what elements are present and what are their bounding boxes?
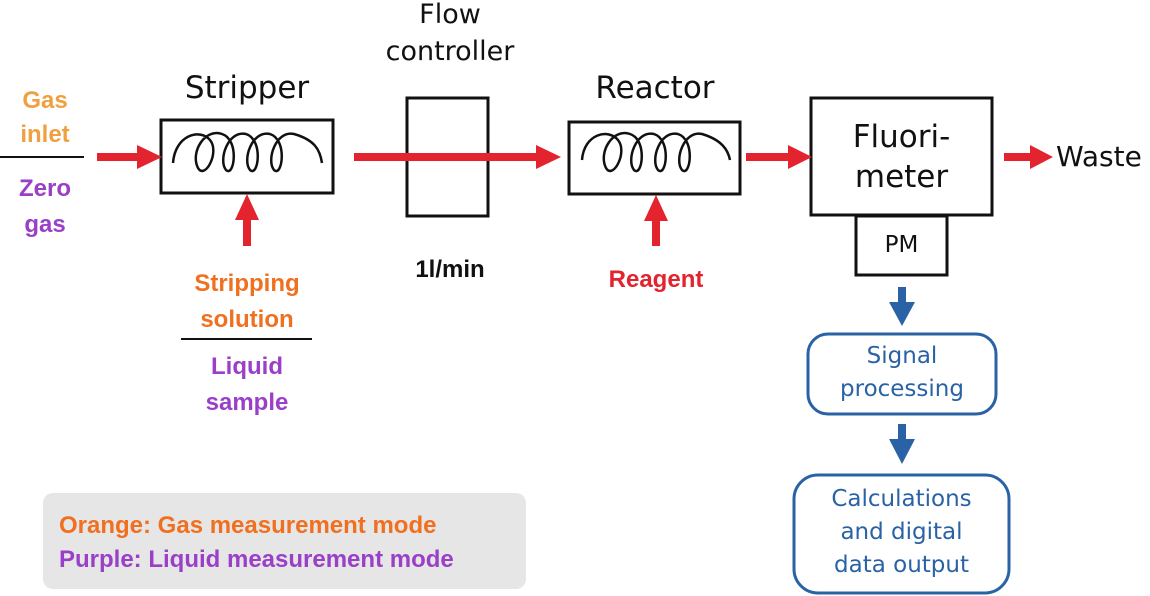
reactor-title: Reactor	[595, 70, 715, 106]
liquid-sample-label: Liquid sample	[205, 353, 289, 416]
stripping-solution-label: Stripping solution	[194, 270, 300, 333]
legend-liquid-mode: Purple: Liquid measurement mode	[59, 546, 454, 573]
gas-inlet-label: Gas inlet	[20, 87, 70, 148]
stripper-coil-icon	[171, 131, 324, 173]
pm-box	[854, 214, 949, 277]
stripper-title: Stripper	[184, 70, 310, 106]
flow-controller-title: Flow controller	[385, 0, 515, 67]
calculations-box	[792, 473, 1011, 595]
reactor-coil-icon	[580, 131, 732, 173]
signal-processing-box	[806, 332, 998, 416]
flow-arrows	[97, 145, 1053, 246]
waste-label: Waste	[1056, 140, 1142, 173]
signal-arrows	[889, 287, 915, 464]
legend-gas-mode: Orange: Gas measurement mode	[59, 512, 437, 539]
legend: Orange: Gas measurement mode Purple: Liq…	[43, 493, 526, 589]
zero-gas-label: Zero gas	[18, 175, 71, 238]
reagent-label: Reagent	[608, 266, 704, 293]
fluorimeter-label: Fluori- meter	[852, 119, 951, 195]
signal-processing-label: Signal processing	[840, 343, 964, 402]
calculations-label: Calculations and digital data output	[831, 486, 972, 578]
pm-label: PM	[884, 232, 919, 258]
flow-rate-label: 1l/min	[415, 256, 485, 283]
